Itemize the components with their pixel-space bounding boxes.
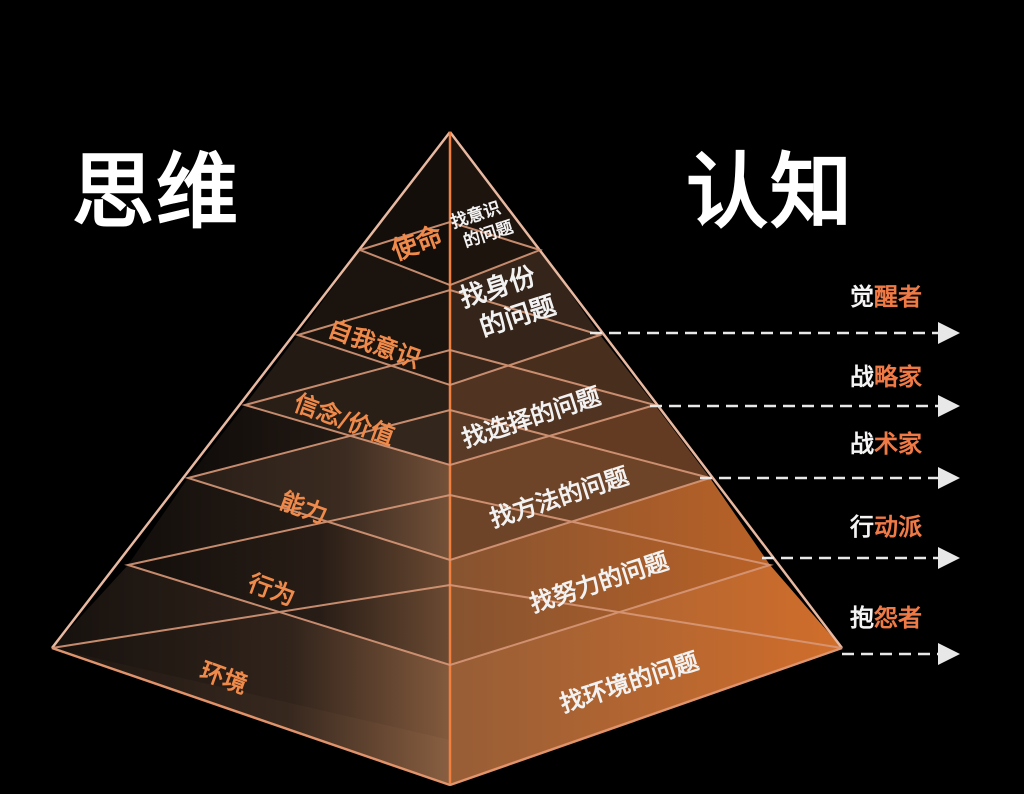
role-arrows [590, 331, 940, 656]
arrow-head-icon [938, 395, 960, 417]
title-thinking: 思维 [72, 145, 241, 240]
layer-belief-right [450, 335, 655, 465]
title-cognition: 认知 [686, 145, 855, 240]
layer-self-right [450, 250, 600, 385]
layer-mission-right [450, 132, 540, 285]
role-awakened: 觉醒者 [850, 283, 922, 311]
layer-behavior-right [450, 478, 770, 665]
role-doer: 行动派 [850, 513, 922, 541]
arrow-head-icon [938, 643, 960, 665]
arrow-head-icon [938, 467, 960, 489]
layer-environment-right [450, 565, 842, 785]
layer-ability-right [450, 405, 710, 560]
layer-belief-left [245, 335, 450, 465]
layer-ability-left [188, 405, 450, 560]
arrow-head-icon [938, 322, 960, 344]
layer-environment-left [52, 565, 450, 785]
role-tactician: 战术家 [850, 430, 922, 458]
layer-self-left [298, 250, 450, 385]
layer-behavior-left [128, 478, 450, 665]
role-complainer: 抱怨者 [850, 604, 922, 632]
role-strategist: 战略家 [850, 363, 922, 391]
layer-mission-left [360, 132, 450, 285]
arrow-head-icon [938, 547, 960, 569]
